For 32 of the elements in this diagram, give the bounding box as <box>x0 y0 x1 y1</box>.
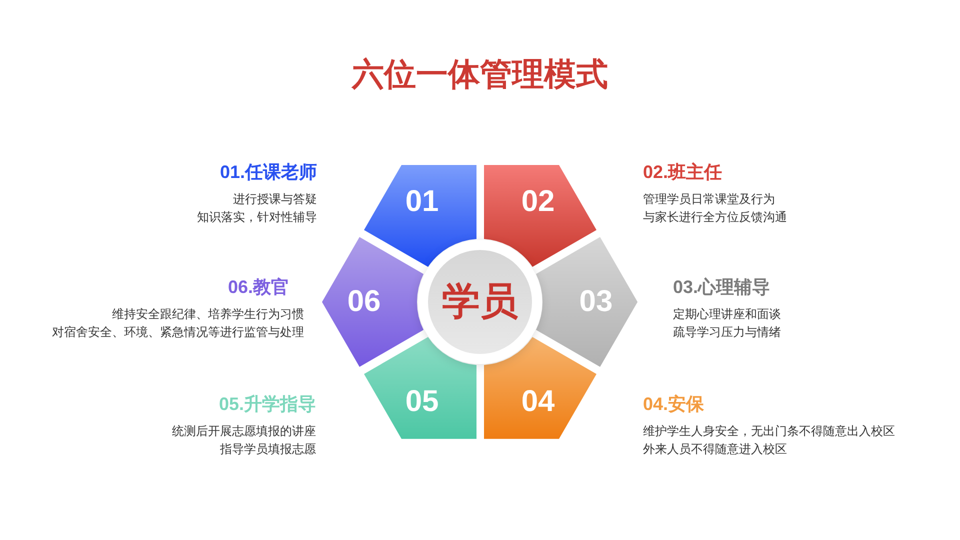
item-heading: 01.任课老师 <box>220 161 317 183</box>
item-heading: 02.班主任 <box>643 161 722 183</box>
item-heading: 06.教官 <box>228 276 289 298</box>
item-heading: 04.安保 <box>643 393 704 415</box>
description-text: 维持安全跟纪律、培养学生行为习惯 <box>112 306 304 323</box>
description-text: 对宿舍安全、环境、紧急情况等进行监管与处理 <box>52 324 304 341</box>
hexagon-segment <box>364 336 476 439</box>
hexagon-segment <box>322 237 424 367</box>
segment-number: 02 <box>521 186 555 218</box>
hexagon-segment <box>484 165 596 268</box>
hexagon-segment <box>364 165 476 268</box>
description-text: 维护学生人身安全，无出门条不得随意出入校区 <box>643 423 895 440</box>
segment-number: 04 <box>521 386 555 418</box>
item-heading: 03.心理辅导 <box>673 276 770 298</box>
description-text: 与家长进行全方位反馈沟通 <box>643 209 787 226</box>
center-label: 学员 <box>442 281 518 323</box>
description-text: 疏导学习压力与情绪 <box>673 324 781 341</box>
segment-number: 01 <box>405 186 439 218</box>
title: 六位一体管理模式 <box>352 56 608 92</box>
hexagon-segment <box>484 336 596 439</box>
segment-number: 06 <box>347 286 381 318</box>
description-text: 指导学员填报志愿 <box>220 441 316 458</box>
hexagon-segment <box>536 237 638 367</box>
item-heading: 05.升学指导 <box>218 393 316 415</box>
description-text: 进行授课与答疑 <box>233 191 317 208</box>
description-text: 知识落实，针对性辅导 <box>197 209 317 226</box>
segment-number: 05 <box>405 386 439 418</box>
description-text: 统测后开展志愿填报的讲座 <box>172 423 316 440</box>
description-text: 外来人员不得随意进入校区 <box>643 441 787 458</box>
description-text: 管理学员日常课堂及行为 <box>643 191 775 208</box>
segment-number: 03 <box>579 286 613 318</box>
description-text: 定期心理讲座和面谈 <box>673 306 781 323</box>
